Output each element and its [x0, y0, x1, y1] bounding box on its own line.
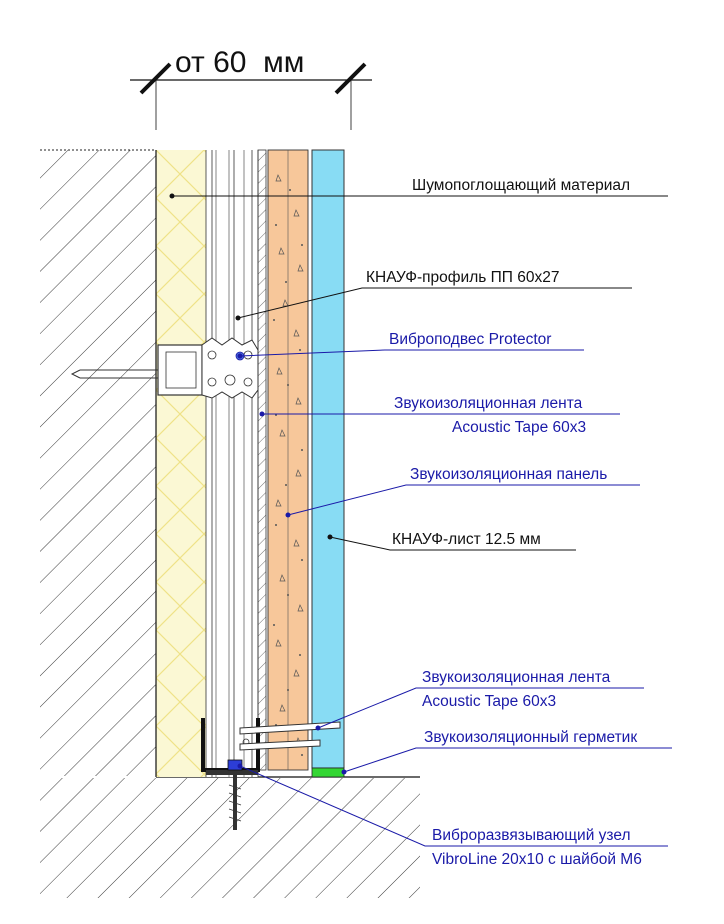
label-profile: КНАУФ-профиль ПП 60х27	[366, 269, 559, 286]
dimension-line: от 60 мм	[130, 46, 372, 130]
acoustic-tape-strip	[257, 149, 267, 771]
knauf-profile	[205, 150, 259, 777]
label-hanger: Виброподвес Protector	[389, 331, 551, 348]
sound-insulation-panel	[267, 149, 309, 771]
label-sheet: КНАУФ-лист 12.5 мм	[392, 531, 541, 548]
knauf-sheet	[311, 149, 345, 769]
label-sealant: Звукоизоляционный герметик	[424, 729, 637, 746]
floor-slab	[40, 776, 420, 898]
sound-absorbing-layer	[155, 150, 206, 777]
leader-lines	[169, 193, 672, 847]
vibro-hanger	[70, 337, 259, 399]
label-panel: Звукоизоляционная панель	[410, 466, 607, 483]
panel-screws	[239, 721, 341, 751]
label-tape-top-2: Acoustic Tape 60х3	[452, 419, 586, 436]
dimension-text: от 60 мм	[175, 46, 304, 79]
label-vibro-2: VibroLine 20х10 с шайбой М6	[432, 851, 642, 868]
label-tape-top-1: Звукоизоляционная лента	[394, 395, 583, 412]
labels: Шумопоглощающий материал КНАУФ-профиль П…	[366, 177, 642, 868]
label-vibro-1: Виброразвязывающий узел	[432, 827, 631, 844]
label-tape-bottom-1: Звукоизоляционная лента	[422, 669, 611, 686]
concrete-wall	[40, 149, 158, 776]
label-tape-bottom-2: Acoustic Tape 60х3	[422, 693, 556, 710]
label-sound-absorbing: Шумопоглощающий материал	[412, 177, 630, 194]
sealant-strip	[311, 767, 345, 778]
